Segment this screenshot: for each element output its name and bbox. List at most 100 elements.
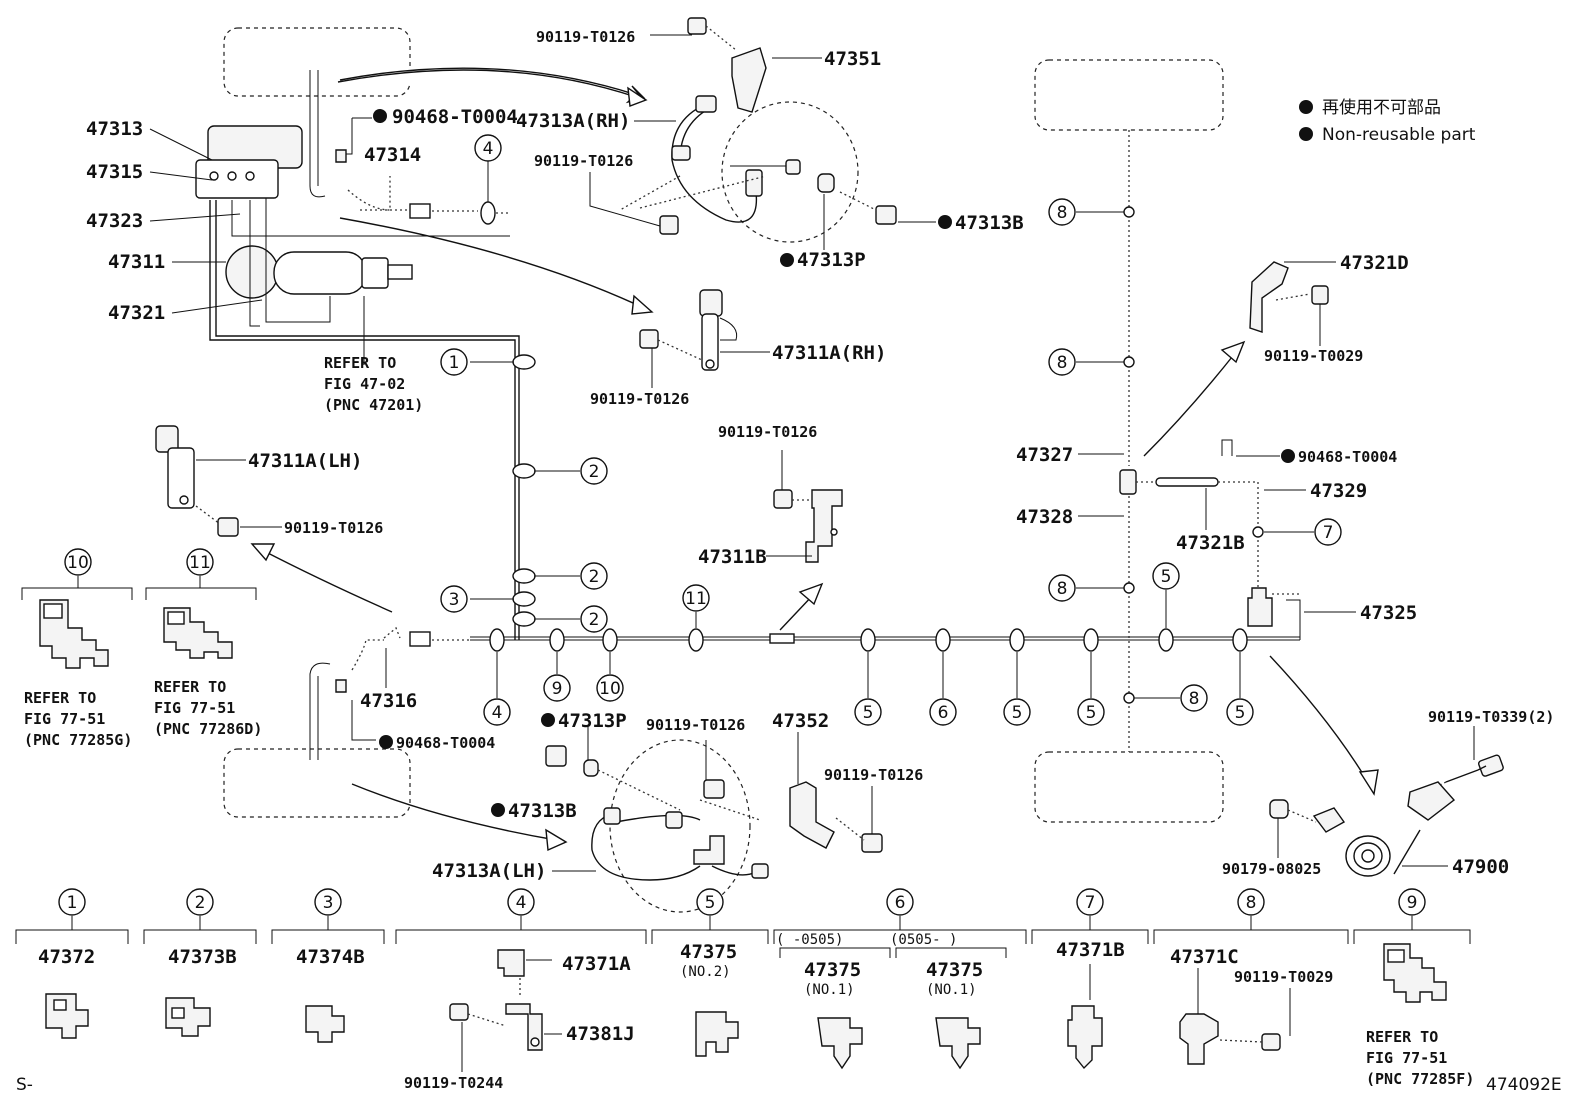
clamp-10-icon [39, 599, 109, 669]
junction-47311A-LH [155, 425, 239, 537]
refer-main-line2: FIG 47-02 [324, 375, 405, 393]
callout-6: 6 [938, 703, 949, 723]
callout-3: 3 [449, 590, 460, 610]
legend: 再使用不可部品 Non-reusable part [1299, 97, 1476, 145]
callout-8: 8 [1057, 579, 1068, 599]
bolt-icon [659, 215, 679, 235]
label-47351: 47351 [824, 48, 881, 70]
callout-7: 7 [1323, 523, 1334, 543]
label-47375-no1-b: 47375 [926, 959, 983, 981]
label-47315: 47315 [86, 161, 143, 183]
callout-10: 10 [67, 553, 89, 573]
legend-jp: 再使用不可部品 [1322, 97, 1441, 118]
rear-vertical-line: 8 8 8 8 7 [1048, 130, 1342, 752]
label-90119-T0126-f: 90119-T0126 [646, 716, 745, 734]
label-90119-T0126-d: 90119-T0126 [284, 519, 383, 537]
callout-8: 8 [1057, 203, 1068, 223]
clamp-47375-no1-b-icon [935, 1017, 981, 1070]
label-47329: 47329 [1310, 480, 1367, 502]
clamp-47371C-icon [1179, 1013, 1219, 1065]
rear-brake-tube [383, 354, 1301, 698]
label-47371C: 47371C [1170, 946, 1239, 968]
label-47313P-top: 47313P [797, 249, 866, 271]
bolt-icon [217, 517, 239, 537]
label-47323: 47323 [86, 210, 143, 232]
label-47375-no1-a: 47375 [804, 959, 861, 981]
junction-block-icon [409, 203, 431, 219]
label-47316: 47316 [360, 690, 417, 712]
label-47313A-LH: 47313A(LH) [432, 860, 546, 882]
figure-code: 474092E [1486, 1075, 1562, 1095]
label-47375-no1-b-sub: (NO.1) [926, 982, 977, 998]
refer-c10-line2: FIG 77-51 [24, 710, 105, 728]
label-90179-08025: 90179-08025 [1222, 860, 1321, 878]
label-90468-T0004-top: 90468-T0004 [392, 106, 518, 128]
label-47311B: 47311B [698, 546, 767, 568]
label-47313A-RH: 47313A(RH) [516, 110, 630, 132]
bracket-47352-icon [789, 781, 835, 849]
callout-7: 7 [1085, 893, 1096, 913]
callout-5: 5 [1086, 703, 1097, 723]
frame-top-left [223, 27, 411, 97]
frame-bottom-left [223, 748, 411, 818]
filled-dot-marker-icon [1299, 100, 1313, 114]
label-90119-T0126-c: 90119-T0126 [590, 390, 689, 408]
rh-hose-assembly [337, 17, 897, 243]
callout-5: 5 [705, 893, 716, 913]
refer-c10-line1: REFER TO [24, 689, 96, 707]
master-cylinder-assembly [195, 70, 520, 640]
callout-5: 5 [1012, 703, 1023, 723]
label-47321: 47321 [108, 302, 165, 324]
refer-c9-line3: (PNC 77285F) [1366, 1070, 1474, 1088]
label-90119-T0029-a: 90119-T0029 [1264, 347, 1363, 365]
label-47373B: 47373B [168, 946, 237, 968]
clamp-47371A-icon [497, 949, 525, 977]
label-47321D: 47321D [1340, 252, 1409, 274]
clamp-47375-no2-icon [695, 1011, 739, 1057]
label-range-a: ( -0505) [776, 932, 843, 948]
filled-dot-marker-icon [1299, 127, 1313, 141]
refer-main-line3: (PNC 47201) [324, 396, 423, 414]
refer-main-line1: REFER TO [324, 354, 396, 372]
clamp-47375-no1-a-icon [817, 1017, 863, 1070]
label-47311A-LH: 47311A(LH) [248, 450, 362, 472]
callout-5: 5 [863, 703, 874, 723]
sensor-47900 [1269, 754, 1504, 877]
filled-dot-marker-icon [938, 215, 952, 229]
label-47314: 47314 [364, 144, 421, 166]
callout-5: 5 [1235, 703, 1246, 723]
callout-5: 5 [1161, 567, 1172, 587]
label-90468-T0004-bot: 90468-T0004 [396, 734, 495, 752]
junction-47311B [773, 489, 843, 563]
frame-top-right [1034, 59, 1224, 131]
callout-2: 2 [589, 610, 600, 630]
label-90119-T0339: 90119-T0339(2) [1428, 708, 1554, 726]
callout-4: 4 [516, 893, 527, 913]
junction-47311A-RH [639, 289, 738, 371]
bolt-icon [687, 17, 707, 35]
callout-3: 3 [323, 893, 334, 913]
bottom-brackets: 1 2 3 4 5 6 7 8 9 [15, 888, 1471, 958]
filled-dot-marker-icon [379, 735, 393, 749]
junction-block-icon [409, 631, 431, 647]
lh-hose-assembly [545, 739, 883, 913]
label-47313B-bot: 47313B [508, 800, 577, 822]
bolt-icon [861, 833, 883, 853]
refer-c10-line3: (PNC 77285G) [24, 731, 132, 749]
label-90119-T0244: 90119-T0244 [404, 1074, 503, 1092]
clamp-47374B-icon [305, 1005, 345, 1043]
refer-c9-line2: FIG 77-51 [1366, 1049, 1447, 1067]
valve-47325-icon [1247, 587, 1273, 627]
bottom-clamp-shapes [45, 943, 1447, 1072]
label-90119-T0126-g: 90119-T0126 [824, 766, 923, 784]
filled-dot-marker-icon [541, 713, 555, 727]
arrow-icon [339, 67, 646, 104]
filled-dot-marker-icon [491, 803, 505, 817]
bolt-icon [449, 1003, 469, 1021]
filled-dot-marker-icon [1281, 449, 1295, 463]
label-47371B: 47371B [1056, 939, 1125, 961]
label-47900: 47900 [1452, 856, 1509, 878]
bolt-icon [639, 329, 659, 349]
clamp-11-icon [163, 607, 233, 659]
